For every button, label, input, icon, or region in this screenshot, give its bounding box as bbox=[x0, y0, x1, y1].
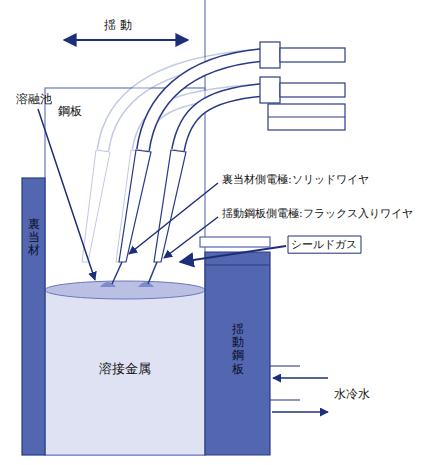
sliding-shoe bbox=[205, 252, 270, 455]
arc-spot bbox=[100, 282, 154, 287]
leader-line bbox=[38, 109, 95, 280]
gas-nozzle bbox=[200, 237, 270, 247]
swing-arrow bbox=[64, 39, 188, 41]
electrode-label: 裏当材側電極:ソリッドワイヤ bbox=[222, 173, 369, 186]
electrode-label: 揺動鋼板側電極:フラックス入りワイヤ bbox=[222, 207, 413, 220]
sliding-shoe-box: 揺動鋼板 bbox=[205, 265, 270, 455]
gas-label-box bbox=[288, 236, 361, 253]
torch-holder bbox=[260, 42, 345, 130]
weld-metal bbox=[45, 290, 205, 455]
water-pipe bbox=[270, 366, 300, 367]
molten-pool bbox=[45, 281, 205, 299]
weld-metal-box: 溶接金属 bbox=[45, 300, 205, 455]
water-pipe bbox=[270, 400, 300, 401]
backing-strip bbox=[22, 178, 45, 455]
water-in-arrow bbox=[273, 377, 328, 379]
leader-line bbox=[129, 183, 218, 254]
motion-label: 揺 動 bbox=[104, 18, 132, 32]
gas-label: シールドガス bbox=[291, 238, 357, 251]
part-label: 溶接金属 bbox=[99, 360, 151, 378]
water-label: 水冷水 bbox=[334, 387, 370, 401]
steel-plate-edge bbox=[204, 0, 205, 90]
gas-arrow bbox=[180, 246, 286, 262]
part-label: 鋼板 bbox=[58, 104, 82, 118]
backing-strip-box: 裏当材 bbox=[22, 178, 45, 455]
leader-line bbox=[164, 217, 218, 258]
water-out-arrow bbox=[272, 411, 328, 413]
ghost-torches bbox=[82, 55, 262, 262]
part-label: 揺動鋼板 bbox=[232, 323, 244, 376]
part-label: 溶融池 bbox=[16, 92, 52, 106]
part-label: 裏当材 bbox=[28, 218, 40, 258]
torches bbox=[112, 55, 262, 284]
shoe-step bbox=[205, 265, 270, 266]
